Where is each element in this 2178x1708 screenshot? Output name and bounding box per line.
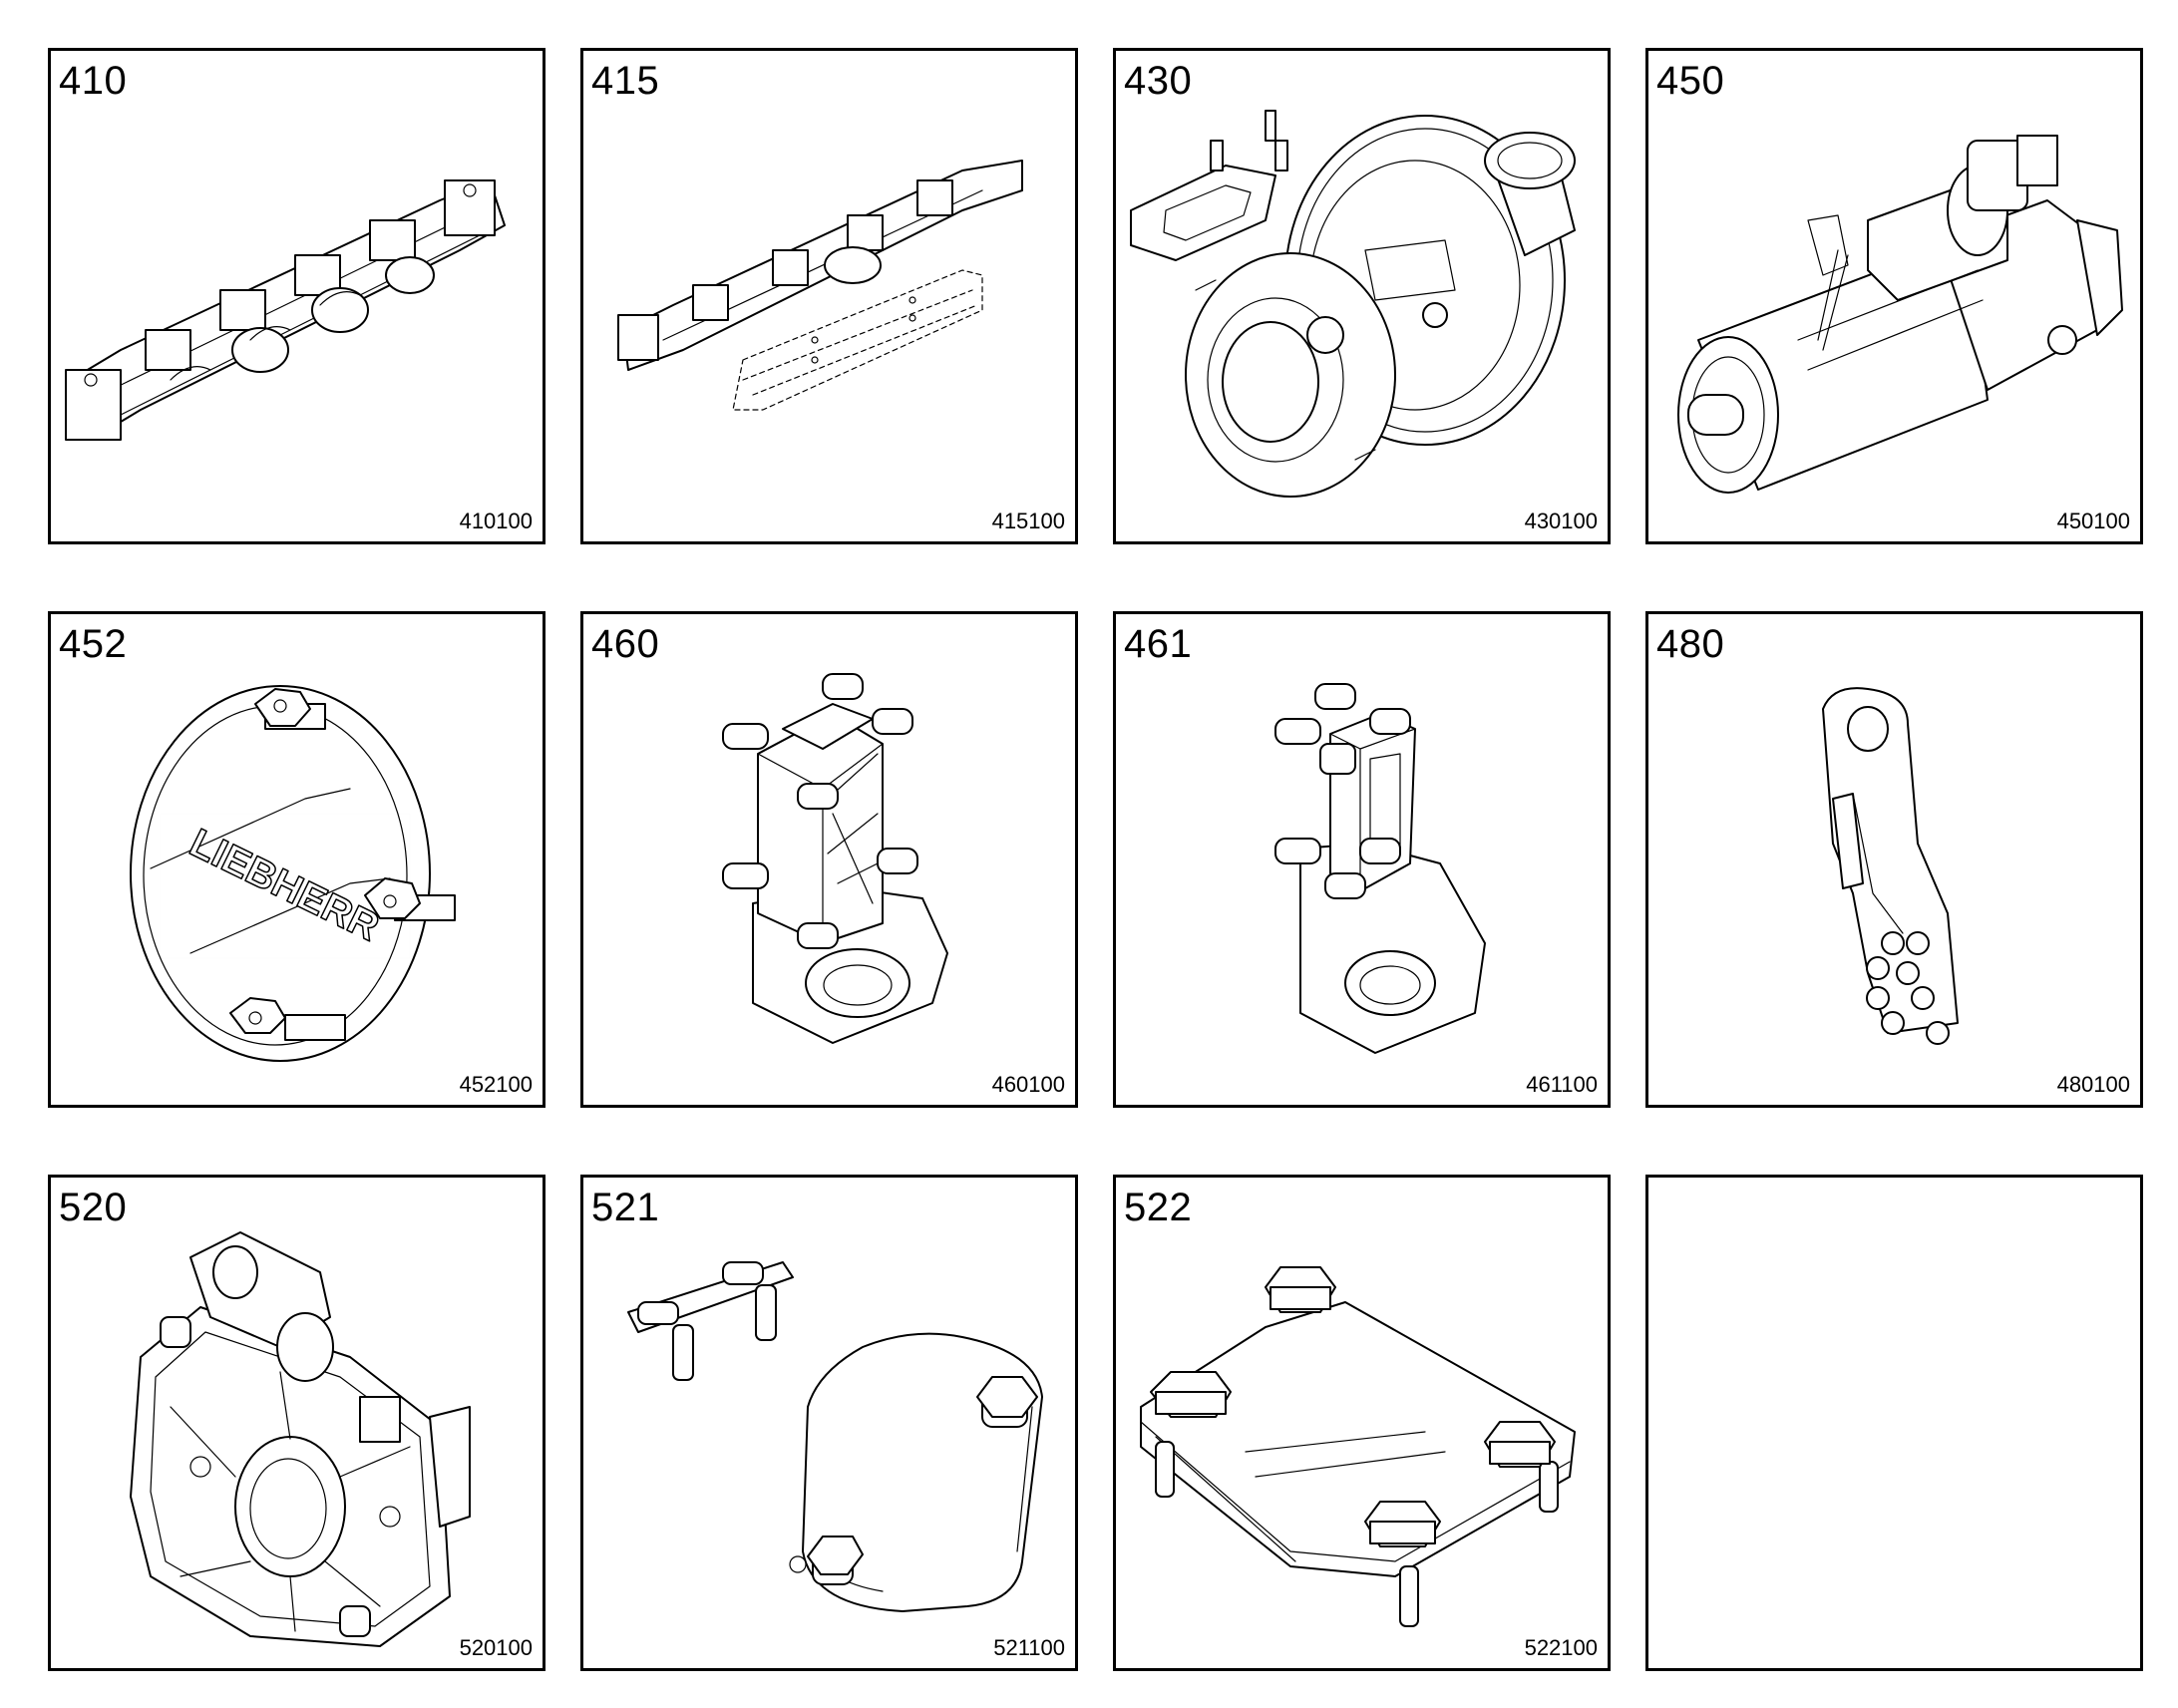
group-tile-521[interactable]: 521 521100 [580,1175,1078,1671]
group-tile-480[interactable]: 480 480100 [1645,611,2143,1108]
exhaust-manifold-icon [65,179,506,441]
group-tile-452[interactable]: 452 LIEBHERR 452100 [48,611,545,1108]
part-code: 452100 [459,1072,533,1097]
group-number: 480 [1656,622,1725,666]
starter-motor-icon [1677,135,2123,494]
exhaust-manifold-shield-icon [617,160,1023,411]
group-number: 415 [591,59,660,103]
part-code: 410100 [459,509,533,533]
group-tile-430[interactable]: 430 430100 [1113,48,1611,544]
part-code: 450100 [2056,509,2130,533]
part-code: 521100 [993,1635,1065,1660]
part-code: 522100 [1524,1635,1598,1660]
part-code: 480100 [2056,1072,2130,1097]
group-number: 452 [59,622,128,666]
flywheel-housing-icon [130,1231,471,1647]
group-number: 450 [1656,59,1725,103]
group-tile-415[interactable]: 415 415100 [580,48,1078,544]
cover-plate-icon: LIEBHERR [130,685,456,1062]
part-code: 460100 [991,1072,1065,1097]
engine-mount-icon [1274,683,1486,1054]
part-code: 430100 [1524,509,1598,533]
group-number: 410 [59,59,128,103]
group-tile-460[interactable]: 460 460100 [580,611,1078,1108]
group-number: 430 [1124,59,1193,103]
part-code: 520100 [459,1635,533,1660]
group-number: 521 [591,1186,660,1229]
group-tile-520[interactable]: 520 520100 [48,1175,545,1671]
group-number: 461 [1124,622,1193,666]
group-tile-410[interactable]: 410 410100 [48,48,545,544]
turbocharger-icon [1130,110,1576,498]
group-tile-450[interactable]: 450 450100 [1645,48,2143,544]
clamp-plate-icon [1140,1266,1576,1627]
engine-mount-icon [722,673,948,1044]
part-code: 415100 [991,509,1065,533]
group-number: 520 [59,1186,128,1229]
group-number: 460 [591,622,660,666]
group-number: 522 [1124,1186,1193,1229]
group-tile-461[interactable]: 461 461100 [1113,611,1611,1108]
group-tile-522[interactable]: 522 522100 [1113,1175,1611,1671]
lifting-bracket-icon [1822,687,1959,1045]
cover-and-bolts-icon [627,1261,1043,1612]
empty-tile [1645,1175,2143,1671]
part-code: 461100 [1526,1072,1598,1097]
